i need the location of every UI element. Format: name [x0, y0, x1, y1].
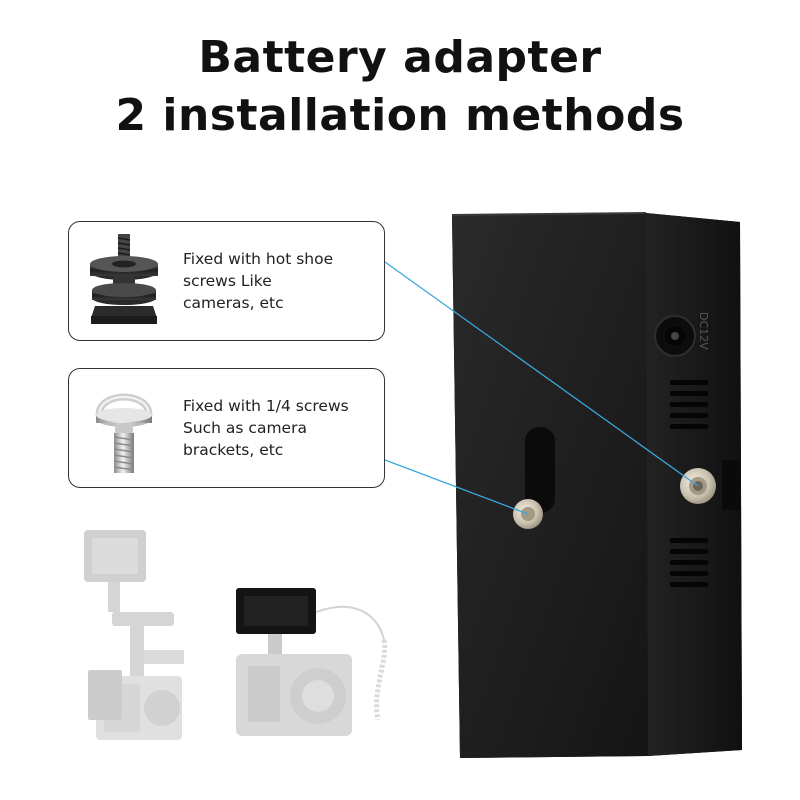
- leader-line-quarter-screw: [384, 459, 529, 515]
- callout-line: cameras, etc: [183, 294, 284, 312]
- quarter-inch-screw-icon: [95, 393, 153, 473]
- callout-quarter-screw: Fixed with 1/4 screws Such as camera bra…: [68, 368, 385, 488]
- callout-quarter-screw-text: Fixed with 1/4 screws Such as camera bra…: [183, 395, 383, 461]
- callout-line: Fixed with 1/4 screws: [183, 397, 349, 415]
- callout-line: screws Like: [183, 272, 272, 290]
- port-label: DC12V: [697, 312, 710, 350]
- callout-hot-shoe-text: Fixed with hot shoe screws Like cameras,…: [183, 248, 383, 314]
- callout-line: Such as camera: [183, 419, 307, 437]
- callout-hot-shoe: Fixed with hot shoe screws Like cameras,…: [68, 221, 385, 341]
- title-line-1: Battery adapter: [198, 32, 602, 83]
- title-line-2: 2 installation methods: [115, 90, 685, 141]
- battery-adapter-device: [451, 212, 742, 758]
- leader-line-hot-shoe: [384, 261, 699, 487]
- ghost-rig-middle: [236, 588, 388, 736]
- ghost-rig-left: [84, 530, 184, 740]
- hot-shoe-screw-icon: [90, 234, 158, 324]
- callout-line: Fixed with hot shoe: [183, 250, 334, 268]
- callout-line: brackets, etc: [183, 441, 284, 459]
